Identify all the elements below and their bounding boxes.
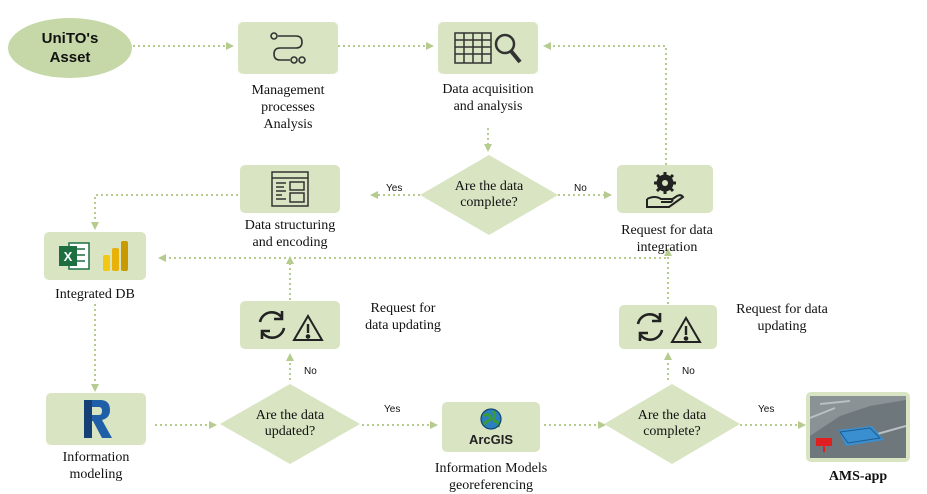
- revit-icon: [84, 400, 112, 438]
- acquisition-box: [438, 22, 538, 74]
- management-box: [238, 22, 338, 74]
- yes-label-top: Yes: [386, 183, 403, 194]
- decision-updated-text: Are the data updated?: [255, 408, 325, 439]
- decision-complete-bottom-text: Are the data complete?: [637, 408, 707, 439]
- integration-box: [617, 165, 713, 213]
- structuring-box: [240, 165, 340, 213]
- arcgis-box: ArcGIS: [442, 402, 540, 452]
- yes-label-bottom-mid: Yes: [384, 404, 401, 415]
- refresh-warning-icon: [636, 313, 702, 343]
- integration-label: Request for data integration: [621, 223, 713, 255]
- arcgis-logo-text: ArcGIS: [468, 432, 514, 447]
- code-window-icon: [271, 171, 309, 207]
- process-flow-icon: [270, 32, 306, 64]
- updating-left-box: [240, 301, 340, 349]
- refresh-warning-icon: [258, 311, 324, 341]
- decision-complete-bottom: Are the data complete?: [604, 384, 740, 464]
- excel-icon: X: [59, 242, 90, 270]
- arcgis-globe-icon: [480, 408, 502, 430]
- hand-gear-icon: [646, 172, 685, 208]
- asset-node: UniTO's Asset: [8, 18, 132, 78]
- ams-box: [806, 392, 910, 462]
- updating-right-label: Request for data updating: [736, 302, 828, 334]
- info-models-label: Information Models georeferencing: [434, 461, 548, 493]
- no-label-left: No: [304, 366, 317, 377]
- decision-complete-top-text: Are the data complete?: [454, 179, 524, 210]
- svg-text:X: X: [64, 249, 73, 264]
- no-label-right: No: [682, 366, 695, 377]
- integrated-db-box: X: [44, 232, 146, 280]
- table-search-icon: [454, 32, 522, 64]
- acquisition-label: Data acquisition and analysis: [442, 82, 534, 114]
- modeling-box: [46, 393, 146, 445]
- decision-complete-top: Are the data complete?: [420, 155, 558, 235]
- management-label: Management processes Analysis: [251, 83, 325, 132]
- structuring-label: Data structuring and encoding: [244, 218, 336, 250]
- integrated-db-label: Integrated DB: [55, 287, 135, 302]
- yes-label-bottom-right: Yes: [758, 404, 775, 415]
- decision-updated: Are the data updated?: [220, 384, 360, 464]
- updating-right-box: [619, 305, 717, 349]
- updating-left-label: Request for data updating: [365, 301, 441, 333]
- no-label-top: No: [574, 183, 587, 194]
- ams-label: AMS-app: [828, 469, 888, 484]
- map-screenshot-icon: [810, 396, 906, 458]
- powerbi-icon: [103, 241, 128, 271]
- modeling-label: Information modeling: [62, 450, 130, 482]
